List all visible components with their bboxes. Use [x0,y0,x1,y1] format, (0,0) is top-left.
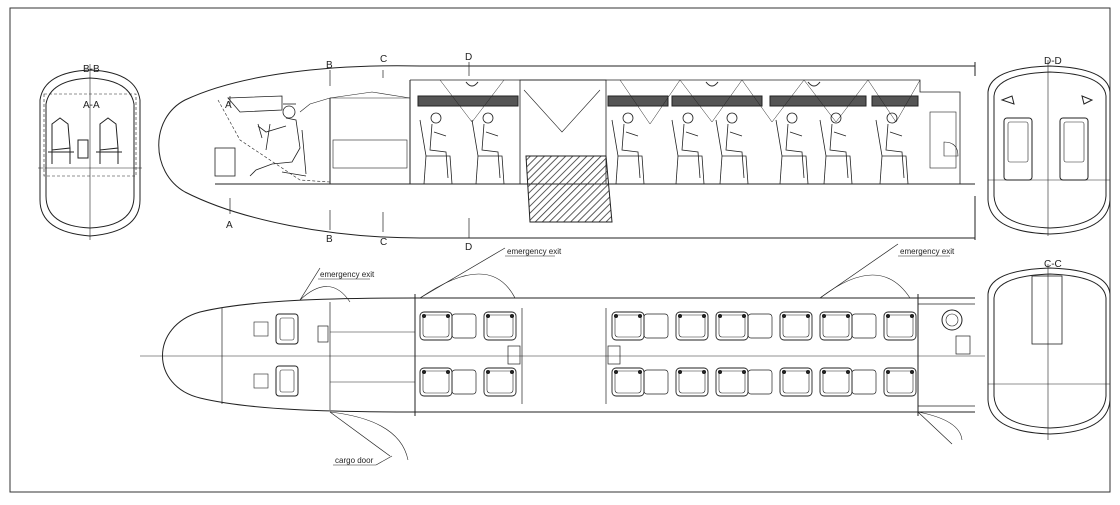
plan-table [747,369,773,395]
cabin-seat [671,112,705,185]
cut-marker-c-bottom: C [380,237,387,248]
cabin-seat [875,112,909,185]
plan-table [643,313,669,339]
section-label-dd: D-D [1044,56,1062,67]
cabin-seat [819,112,853,185]
cut-marker-c-top: C [380,54,387,65]
drawing-frame [9,7,1111,493]
plan-seat [483,311,517,341]
cut-marker-a-bottom: A [226,220,233,231]
pilot-seat-top [253,313,299,345]
section-cc-view [987,264,1111,440]
plan-table [851,369,877,395]
emergency-exit-label-right: emergency exit [900,247,955,256]
pilot-seat-bottom [253,365,299,397]
section-label-aa: A-A [83,100,100,111]
cabin-seat [715,112,749,185]
plan-view [140,243,985,461]
plan-seat [883,311,917,341]
emergency-exit-label-left: emergency exit [320,270,375,279]
plan-seat [819,367,853,397]
plan-seat [819,311,853,341]
plan-seat [779,367,813,397]
plan-seat [715,367,749,397]
cut-marker-d-bottom: D [465,242,472,253]
cabin-seat [611,112,645,185]
plan-table [643,369,669,395]
plan-seat [715,311,749,341]
plan-passenger-seats [419,311,917,397]
bb-seat-right [96,117,122,164]
plan-seat [483,367,517,397]
cabin-seat [471,112,505,185]
bb-seat-left [48,117,74,164]
side-section-view [158,62,976,240]
cut-marker-b-top: B [326,60,333,71]
plan-seat [419,311,453,341]
plan-seat [675,311,709,341]
section-bb-view [38,64,142,240]
plan-table [451,369,477,395]
plan-seat [779,311,813,341]
plan-seat [611,367,645,397]
cut-marker-a-top: A [225,100,232,111]
plan-table [451,313,477,339]
pilot-figure [249,103,307,177]
plan-seat [419,367,453,397]
cabin-seat [419,112,453,185]
plan-seat [883,367,917,397]
section-dd-view [987,60,1111,236]
section-label-bb: B-B [83,64,100,75]
cabin-passenger-seats [419,112,909,185]
cargo-door-label: cargo door [335,456,374,465]
plan-table [851,313,877,339]
cabin-seat [775,112,809,185]
emergency-exit-label-centre: emergency exit [507,247,562,256]
cut-lines [229,62,470,238]
section-label-cc: C-C [1044,259,1062,270]
callout-leaders [318,255,950,466]
plan-seat [611,311,645,341]
cut-marker-b-bottom: B [326,234,333,245]
cut-marker-d-top: D [465,52,472,63]
plan-table [747,313,773,339]
plan-seat [675,367,709,397]
